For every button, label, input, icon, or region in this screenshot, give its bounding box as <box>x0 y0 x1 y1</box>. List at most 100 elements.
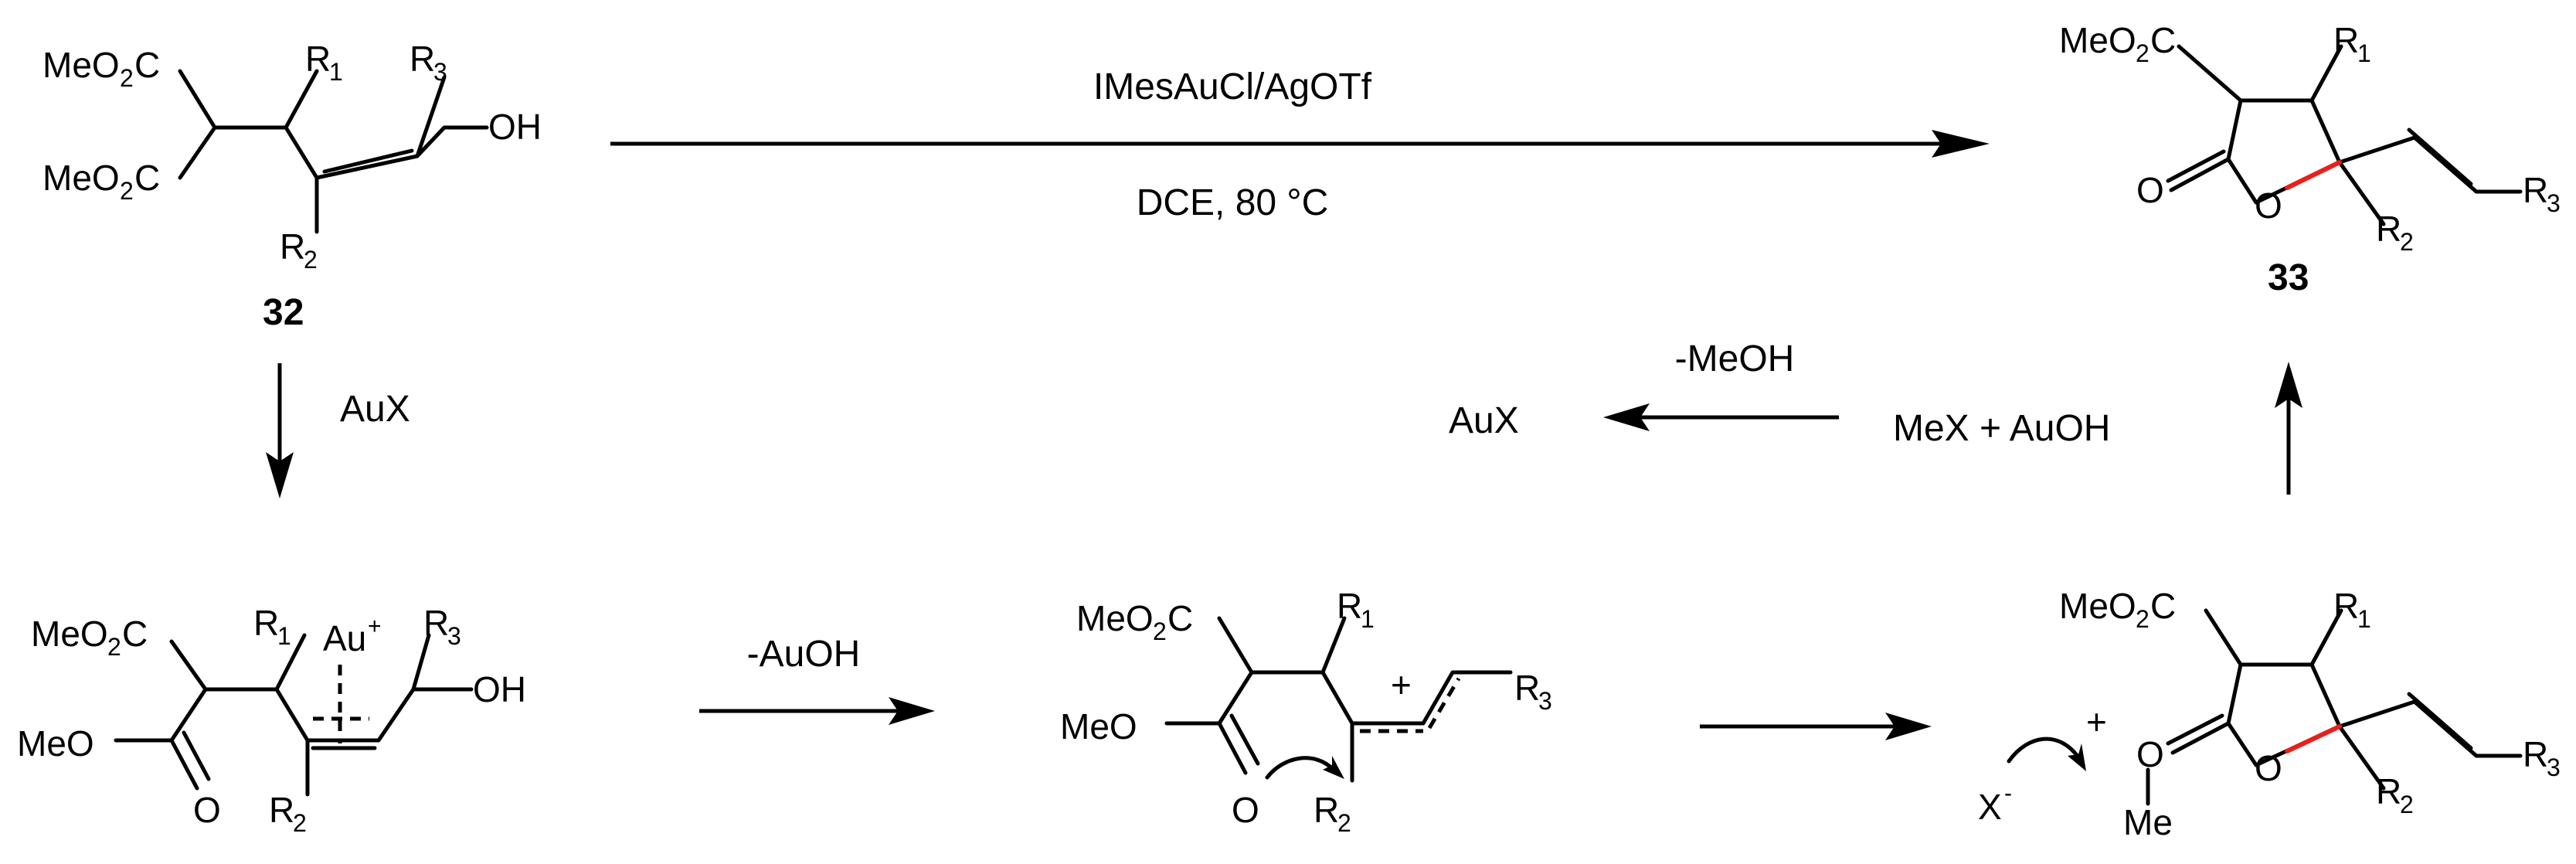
svg-text:3: 3 <box>447 622 461 650</box>
svg-text:R: R <box>253 603 279 643</box>
condition-meoh-loss: -MeOH <box>1675 338 1795 379</box>
svg-text:R: R <box>1313 790 1339 830</box>
svg-text:2: 2 <box>120 64 134 92</box>
svg-text:MeO: MeO <box>2059 20 2136 60</box>
intc-methyl: Me <box>2123 802 2173 842</box>
intermediate-a: MeO 2 C R 1 Au + R 3 OH MeO O R 2 <box>17 603 526 837</box>
c32-oh: OH <box>488 107 542 147</box>
svg-text:2: 2 <box>1337 809 1351 837</box>
svg-text:2: 2 <box>293 809 307 837</box>
inta-r2: R 2 <box>269 790 307 837</box>
inta-methoxy: MeO <box>17 723 94 764</box>
condition-aux: AuX <box>340 389 410 430</box>
inta-r1: R 1 <box>253 603 291 650</box>
svg-text:X: X <box>1978 787 2002 827</box>
arrow-intermediate-a-to-b <box>699 697 935 725</box>
compound-33-label: 33 <box>2268 257 2309 298</box>
svg-text:R: R <box>1337 586 1362 626</box>
c33-r2: R 2 <box>2376 209 2414 256</box>
svg-text:R: R <box>423 603 449 643</box>
condition-solvent: DCE, 80 °C <box>1137 182 1329 223</box>
svg-text:1: 1 <box>2357 605 2371 633</box>
intb-allyl-cation: + <box>1391 665 1412 705</box>
intc-r2: R 2 <box>2376 771 2414 818</box>
svg-text:R: R <box>2523 734 2548 774</box>
intc-counterion: X - <box>1978 781 2012 827</box>
svg-text:R: R <box>2333 20 2359 60</box>
svg-text:R: R <box>410 39 435 79</box>
svg-text:MeO: MeO <box>1076 598 1154 638</box>
svg-text:R: R <box>2376 771 2401 811</box>
svg-text:1: 1 <box>2357 39 2371 67</box>
svg-text:3: 3 <box>2547 189 2561 217</box>
svg-text:C: C <box>134 45 160 85</box>
compound-33: MeO 2 C R 1 O O R 2 R 3 33 <box>2059 20 2561 298</box>
inta-carbonyl-o: O <box>193 790 221 830</box>
arrow-32-to-33 <box>610 130 1990 158</box>
intb-r1: R 1 <box>1337 586 1375 633</box>
svg-text:R: R <box>305 39 331 79</box>
regenerated-aux: AuX <box>1449 400 1519 441</box>
svg-text:C: C <box>2150 586 2176 626</box>
svg-text:2: 2 <box>2136 605 2149 633</box>
intermediate-b: MeO 2 C R 1 + R 3 MeO O R 2 <box>1060 586 1552 837</box>
intc-oxocarbenium-plus: + <box>2086 702 2107 742</box>
condition-catalyst: IMesAuCl/AgOTf <box>1093 66 1372 107</box>
intb-ester: MeO 2 C <box>1076 598 1193 645</box>
arrow-intermediate-c-to-33 <box>2275 362 2302 495</box>
svg-text:MeO: MeO <box>2059 586 2136 626</box>
svg-text:R: R <box>2376 209 2401 249</box>
svg-text:+: + <box>368 614 382 639</box>
c33-r3: R 3 <box>2523 170 2561 217</box>
intc-carbonyl-o: O <box>2136 734 2164 774</box>
compound-32: MeO 2 C MeO 2 C R 1 R 3 OH R 2 32 <box>42 39 542 333</box>
c32-ester-bottom: MeO 2 C <box>42 158 160 205</box>
intc-r3: R 3 <box>2523 734 2561 781</box>
c32-r1: R 1 <box>305 39 343 86</box>
svg-text:C: C <box>1167 598 1193 638</box>
svg-text:3: 3 <box>2547 753 2561 781</box>
c32-ester-top: MeO 2 C <box>42 45 160 92</box>
intb-methoxy: MeO <box>1060 706 1137 747</box>
arrow-regenerate-aux <box>1603 403 1839 431</box>
condition-auoh-loss: -AuOH <box>747 634 861 675</box>
inta-gold-cation: Au + <box>323 614 382 658</box>
svg-text:MeO: MeO <box>31 614 108 654</box>
svg-text:2: 2 <box>2136 39 2149 67</box>
intermediate-c: MeO 2 C R 1 + O O Me X - R 2 R 3 <box>1978 586 2561 842</box>
inta-r3: R 3 <box>423 603 461 650</box>
c33-ester: MeO 2 C <box>2059 20 2176 67</box>
svg-text:R: R <box>2333 586 2359 626</box>
svg-text:R: R <box>2523 170 2548 210</box>
svg-text:C: C <box>2150 20 2176 60</box>
intb-r2: R 2 <box>1313 790 1351 837</box>
intb-r3: R 3 <box>1514 668 1552 715</box>
svg-text:R: R <box>269 790 294 830</box>
svg-text:-: - <box>2004 781 2012 806</box>
c32-r2: R 2 <box>280 226 318 274</box>
svg-text:2: 2 <box>120 177 134 205</box>
svg-text:Au: Au <box>323 618 366 658</box>
svg-text:3: 3 <box>433 58 447 86</box>
svg-text:1: 1 <box>277 622 291 650</box>
svg-text:MeO: MeO <box>42 45 120 85</box>
c33-carbonyl-o: O <box>2136 170 2164 210</box>
svg-text:R: R <box>280 226 305 267</box>
svg-text:2: 2 <box>304 246 318 274</box>
svg-text:2: 2 <box>2400 228 2414 256</box>
intc-ester: MeO 2 C <box>2059 586 2176 633</box>
svg-text:C: C <box>134 158 160 198</box>
svg-text:3: 3 <box>1538 687 1552 715</box>
c33-r1: R 1 <box>2333 20 2371 67</box>
c33-ring-o: O <box>2255 185 2282 226</box>
arrow-32-to-intermediate-a <box>266 363 294 498</box>
svg-text:R: R <box>1514 668 1540 708</box>
arrow-intermediate-b-to-c <box>1700 713 1932 740</box>
compound-32-label: 32 <box>263 292 304 333</box>
svg-text:2: 2 <box>1153 617 1167 645</box>
svg-text:1: 1 <box>329 58 343 86</box>
intc-ring-o: O <box>2255 748 2282 788</box>
svg-text:2: 2 <box>2400 791 2414 818</box>
svg-text:1: 1 <box>1361 605 1375 633</box>
inta-oh: OH <box>473 669 526 709</box>
